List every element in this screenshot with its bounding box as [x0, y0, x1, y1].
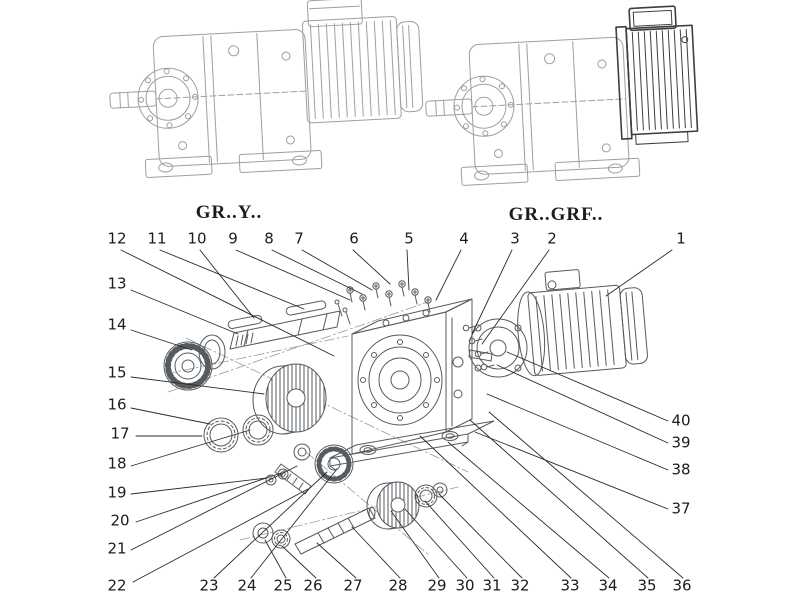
callout-29: 29 — [427, 576, 447, 595]
callout-20: 20 — [110, 511, 130, 530]
callout-33: 33 — [560, 576, 580, 595]
callout-13: 13 — [107, 274, 127, 293]
motor-assembly — [462, 269, 648, 378]
callout-2: 2 — [547, 229, 557, 248]
input-shaft-parts — [163, 300, 341, 391]
callout-23: 23 — [199, 576, 219, 595]
callout-30: 30 — [455, 576, 475, 595]
callout-25: 25 — [273, 576, 293, 595]
callout-7: 7 — [294, 229, 304, 248]
callout-6: 6 — [349, 229, 359, 248]
fastener-set-top — [334, 280, 432, 325]
callout-34: 34 — [598, 576, 618, 595]
gearmotor-drawing-foot-mounted — [109, 0, 424, 178]
intermediate-gear-parts — [265, 443, 354, 495]
callout-40: 40 — [671, 411, 691, 430]
callout-1: 1 — [676, 229, 686, 248]
callout-19: 19 — [107, 483, 127, 502]
callout-3: 3 — [510, 229, 520, 248]
callout-38: 38 — [671, 460, 691, 479]
leader-lines — [120, 249, 684, 583]
callout-8: 8 — [264, 229, 274, 248]
callout-37: 37 — [671, 499, 691, 518]
variant-label-gr-grf: GR..GRF.. — [508, 204, 604, 225]
callout-35: 35 — [637, 576, 657, 595]
callout-18: 18 — [107, 454, 127, 473]
callout-11: 11 — [147, 229, 167, 248]
fastener-set-motor — [462, 324, 495, 371]
callout-4: 4 — [459, 229, 469, 248]
exploded-view — [163, 269, 648, 555]
output-shaft-parts — [252, 481, 448, 555]
callout-9: 9 — [228, 229, 238, 248]
callout-24: 24 — [237, 576, 257, 595]
callout-10: 10 — [187, 229, 207, 248]
callout-26: 26 — [303, 576, 323, 595]
callout-39: 39 — [671, 433, 691, 452]
callout-14: 14 — [107, 315, 127, 334]
callout-32: 32 — [510, 576, 530, 595]
variant-label-gr-y: GR..Y.. — [195, 202, 263, 223]
callout-12: 12 — [107, 229, 127, 248]
large-gear — [252, 363, 327, 435]
callout-22: 22 — [107, 576, 127, 595]
compact-motor-block — [615, 5, 699, 145]
callout-5: 5 — [404, 229, 414, 248]
gearbox-housing — [329, 298, 495, 471]
callout-17: 17 — [110, 424, 130, 443]
callout-28: 28 — [388, 576, 408, 595]
callout-15: 15 — [107, 363, 127, 382]
callout-36: 36 — [672, 576, 692, 595]
callout-31: 31 — [482, 576, 502, 595]
gearmotor-drawing-compact-motor — [425, 5, 699, 186]
callout-16: 16 — [107, 395, 127, 414]
callout-21: 21 — [107, 539, 127, 558]
callout-27: 27 — [343, 576, 363, 595]
